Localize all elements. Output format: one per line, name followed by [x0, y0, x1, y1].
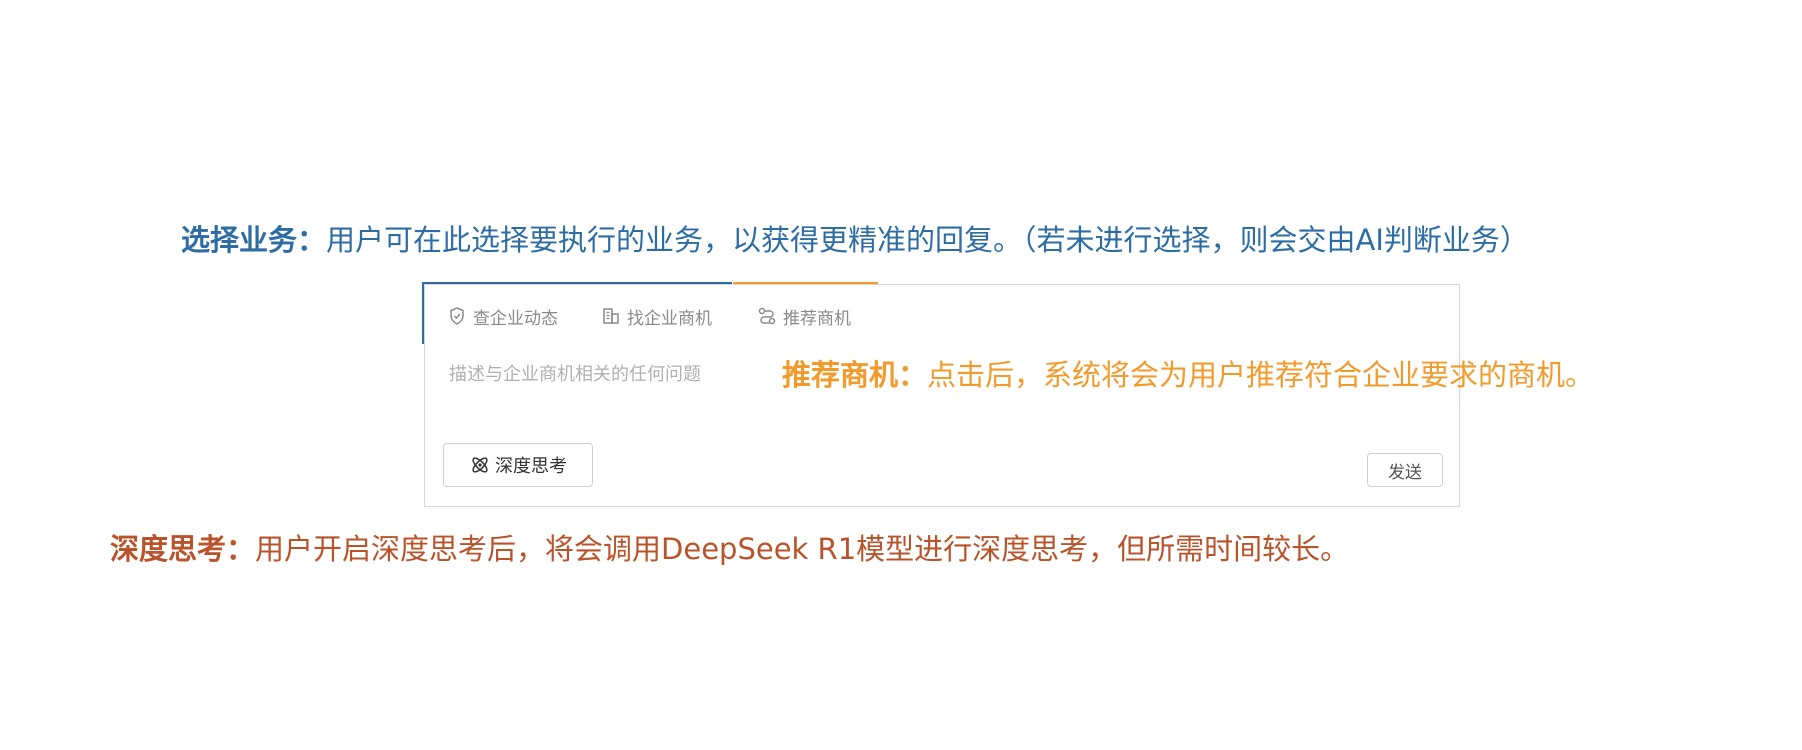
route-icon: [757, 306, 777, 326]
annotation-heading: 推荐商机：: [782, 358, 928, 392]
deep-thinking-button[interactable]: 深度思考: [443, 443, 593, 487]
annotation-recommend: 推荐商机：点击后，系统将会为用户推荐符合企业要求的商机。: [782, 357, 1594, 393]
tab-recommend-opportunities[interactable]: 推荐商机: [757, 303, 851, 329]
shield-check-icon: [447, 306, 467, 326]
tab-label: 查企业动态: [473, 308, 558, 329]
annotation-text: 用户可在此选择要执行的业务，以获得更精准的回复。（若未进行选择，则会交由AI判断…: [326, 223, 1529, 257]
deep-thinking-label: 深度思考: [495, 456, 567, 477]
annotation-select-business: 选择业务：用户可在此选择要执行的业务，以获得更精准的回复。（若未进行选择，则会交…: [181, 222, 1529, 258]
business-tabs: 查企业动态 找企业商机 推荐商机: [425, 285, 1459, 345]
annotation-deep-thinking: 深度思考：用户开启深度思考后，将会调用DeepSeek R1模型进行深度思考，但…: [110, 531, 1349, 567]
tab-label: 推荐商机: [783, 308, 851, 329]
send-label: 发送: [1388, 462, 1422, 483]
send-button[interactable]: 发送: [1367, 453, 1443, 487]
annotation-heading: 深度思考：: [110, 532, 256, 566]
atom-icon: [469, 454, 491, 476]
question-input[interactable]: [449, 359, 1049, 389]
annotation-text: 用户开启深度思考后，将会调用DeepSeek R1模型进行深度思考，但所需时间较…: [255, 532, 1350, 566]
annotation-text: 点击后，系统将会为用户推荐符合企业要求的商机。: [927, 358, 1595, 392]
chat-input-panel: 查企业动态 找企业商机 推荐商机 深度思考 发送: [424, 284, 1460, 507]
tab-company-dynamics[interactable]: 查企业动态: [447, 303, 558, 329]
building-icon: [601, 306, 621, 326]
tab-find-opportunities[interactable]: 找企业商机: [601, 303, 712, 329]
tab-label: 找企业商机: [627, 308, 712, 329]
annotation-heading: 选择业务：: [181, 223, 327, 257]
